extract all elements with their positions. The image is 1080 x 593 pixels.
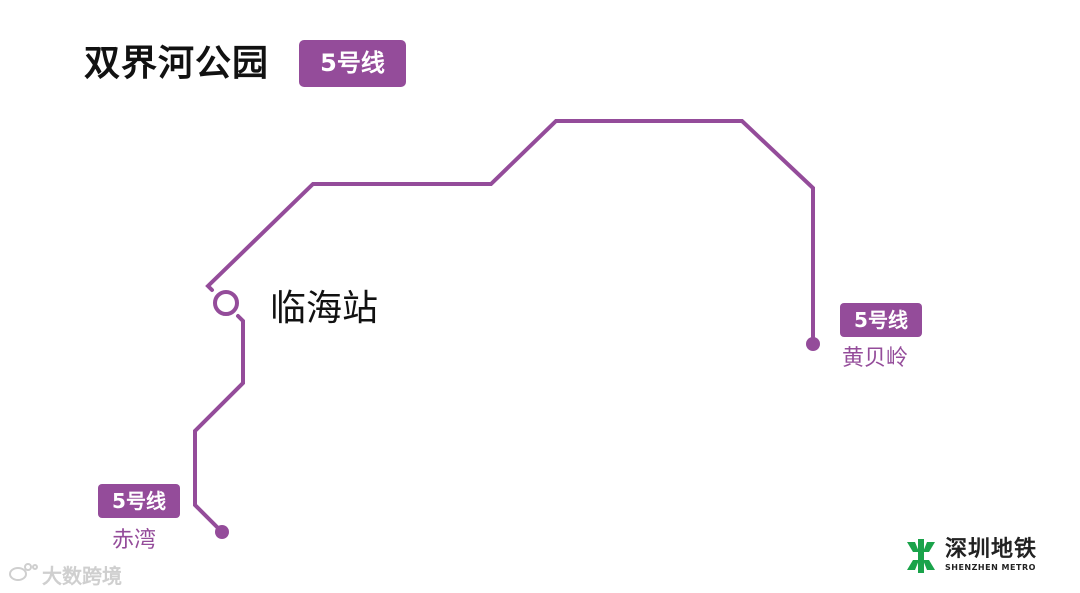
terminal-badge-left: 5号线 xyxy=(98,484,180,518)
shenzhen-metro-logo: 深圳地铁 SHENZHEN METRO xyxy=(905,538,1037,574)
metro-logo-en: SHENZHEN METRO xyxy=(945,563,1036,572)
weibo-icon xyxy=(8,561,38,588)
station-label-linhai: 临海站 xyxy=(270,288,379,329)
metro-logo-icon xyxy=(907,539,935,573)
page-title: 双界河公园 xyxy=(84,43,270,84)
line-5-route xyxy=(205,119,815,346)
metro-logo-cn: 深圳地铁 xyxy=(945,537,1038,562)
station-marker-linhai[interactable] xyxy=(213,290,239,316)
terminal-dot-right xyxy=(806,337,820,351)
terminal-name-right: 黄贝岭 xyxy=(842,346,909,371)
terminal-dot-left xyxy=(215,525,229,539)
line-5-route-south xyxy=(193,314,245,532)
watermark-text: 大数跨境 xyxy=(42,564,122,588)
terminal-badge-right: 5号线 xyxy=(840,303,922,337)
terminal-name-left: 赤湾 xyxy=(112,528,157,553)
line-badge: 5号线 xyxy=(299,40,406,87)
watermark: 大数跨境 xyxy=(8,560,122,589)
